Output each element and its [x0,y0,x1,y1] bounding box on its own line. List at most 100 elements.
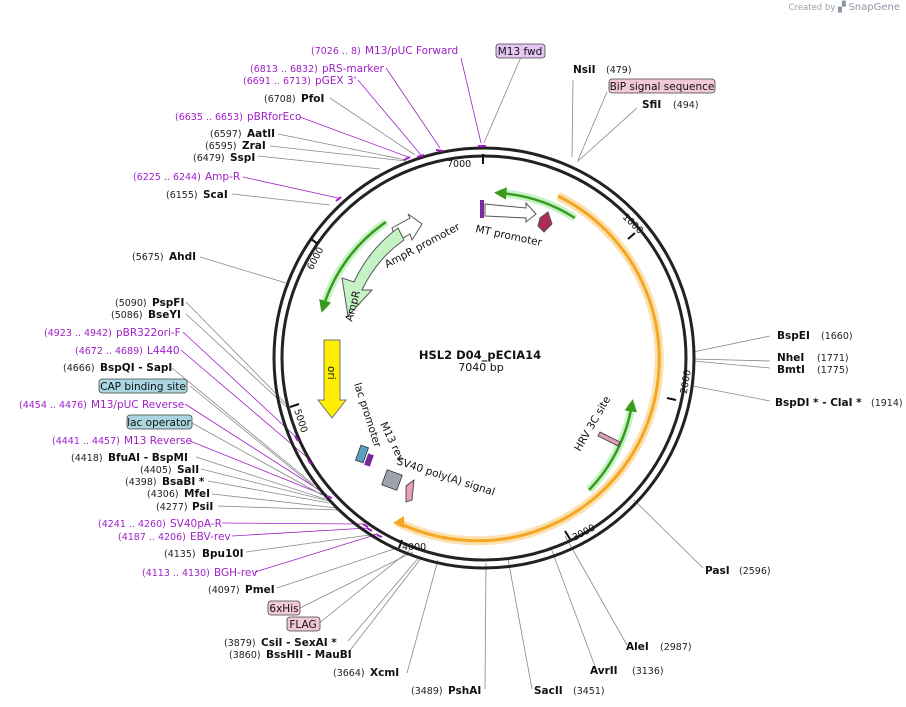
site-pspfi-coord: (5090) [115,298,147,309]
primer-m13-puc-forward-coord: (7026 .. 8) [311,46,361,57]
primer-marks [294,145,486,538]
site-nsii: NsiI [573,64,596,76]
site-nhei-coord: (1771) [817,353,849,364]
primer-pbrforeco-coord: (6635 .. 6653) [175,112,243,123]
site-sali-coord: (4405) [140,465,172,476]
boxed-labels: M13 fwd BiP signal sequence CAP binding … [98,43,716,632]
site-mfei: MfeI [184,488,210,500]
primer-pgex3-coord: (6691 .. 6713) [243,76,311,87]
site-alei: AleI [626,641,649,653]
site-psii-coord: (4277) [156,502,188,513]
site-bspdi-clai: BspDI * - ClaI * [775,397,862,409]
boxed-lac-operator: lac operator [126,414,193,430]
tick-7000: 7000 [447,159,471,170]
orf-arc [393,191,664,546]
site-pshai-coord: (3489) [411,686,443,697]
primer-sv40pa-r: SV40pA-R [170,518,222,530]
hrv-3c-site-marker [597,431,621,447]
site-bmti-coord: (1775) [817,365,849,376]
primer-m13-reverse-coord: (4441 .. 4457) [52,436,120,447]
site-pspfi: PspFI [152,297,184,309]
site-xcmi-coord: (3664) [333,668,365,679]
site-ahdi-coord: (5675) [132,252,164,263]
site-bsabi-coord: (4398) [125,477,157,488]
tick-3000: 3000 [571,522,598,543]
primer-amp-r: Amp-R [205,171,240,183]
svg-text:CAP binding site: CAP binding site [100,381,186,393]
boxed-6xhis: 6xHis [267,600,301,616]
site-pasi: PasI [705,565,730,577]
site-aatii: AatII [247,128,275,140]
primer-bgh-rev-coord: (4113 .. 4130) [142,568,210,579]
primer-pbr322ori-f-coord: (4923 .. 4942) [44,328,112,339]
label-lac-promoter: lac promoter [351,381,383,449]
site-nhei: NheI [777,352,804,364]
primer-m13-reverse: M13 Reverse [124,435,192,447]
primer-ebv-rev-coord: (4187 .. 4206) [118,532,186,543]
svg-text:M13 fwd: M13 fwd [498,46,543,58]
site-pasi-coord: (2596) [739,566,771,577]
site-bsshii: BssHII - MauBI [266,649,352,661]
plasmid-name: HSL2 D04_pECIA14 [419,348,541,363]
leader-lines [171,56,771,690]
primer-m13-puc-reverse: M13/pUC Reverse [91,399,184,411]
site-sali: SalI [177,464,199,476]
boxed-cap-binding-site: CAP binding site [98,378,188,394]
site-bspei-coord: (1660) [821,331,853,342]
primer-l4440: L4440 [147,345,180,357]
label-hrv-3c-site: HRV 3C site [572,394,613,453]
svg-text:FLAG: FLAG [289,619,316,631]
primer-amp-r-coord: (6225 .. 6244) [133,172,201,183]
primer-labels: (7026 .. 8) M13/pUC Forward (6813 .. 683… [19,45,458,579]
label-ori: ori [325,366,337,380]
site-ahdi: AhdI [169,251,196,263]
ampr-feature [341,227,405,318]
site-zrai-coord: (6595) [205,141,237,152]
credit-watermark: Created by ▞ SnapGene [789,2,900,13]
site-sfii: SfiI [642,99,661,111]
site-pfoi: PfoI [301,93,324,105]
credit-brand: SnapGene [848,2,900,13]
boxed-bip-signal-sequence: BiP signal sequence [608,78,716,94]
site-sspi-coord: (6479) [193,153,225,164]
site-bspqi-coord: (4666) [63,363,95,374]
tick-marks [289,154,677,549]
site-sfii-coord: (494) [673,100,699,111]
site-bmti: BmtI [777,364,805,376]
primer-m13-puc-forward: M13/pUC Forward [365,45,458,57]
site-psii: PsiI [192,501,213,513]
boxed-flag: FLAG [286,616,321,632]
site-csii: CsiI - SexAI * [261,637,337,649]
svg-text:lac operator: lac operator [127,417,191,429]
site-nsii-coord: (479) [606,65,632,76]
site-alei-coord: (2987) [660,642,692,653]
site-sspi: SspI [230,152,255,164]
primer-l4440-coord: (4672 .. 4689) [75,346,143,357]
primer-bgh-rev: BGH-rev [214,567,258,579]
site-pmei: PmeI [245,584,275,596]
primer-pgex3: pGEX 3' [315,75,357,87]
site-xcmi: XcmI [370,667,399,679]
label-mt-promoter: MT promoter [474,223,543,249]
site-csii-coord: (3879) [224,638,256,649]
plasmid-size: 7040 bp [458,361,503,374]
site-bfuai-coord: (4418) [71,453,103,464]
site-pshai: PshAI [448,685,481,697]
site-aatii-coord: (6597) [210,129,242,140]
site-labels: NsiI (479) SfiI (494) BspEI (1660) NheI … [63,64,903,697]
svg-text:6xHis: 6xHis [269,603,298,615]
site-bpu10i: Bpu10I [202,548,244,560]
boxed-m13-fwd: M13 fwd [495,43,546,59]
site-sacii-coord: (3451) [573,686,605,697]
primer-prs-marker-coord: (6813 .. 6832) [250,64,318,75]
tick-2000: 2000 [679,369,694,395]
primer-sv40pa-r-coord: (4241 .. 4260) [98,519,166,530]
site-bsshii-coord: (3860) [229,650,261,661]
primer-prs-marker: pRS-marker [322,63,385,75]
site-sacii: SacII [534,685,563,697]
svg-text:BiP signal sequence: BiP signal sequence [610,81,715,93]
center-title: HSL2 D04_pECIA14 7040 bp [419,348,541,374]
site-zrai: ZraI [242,140,266,152]
green-arcs [319,187,637,493]
